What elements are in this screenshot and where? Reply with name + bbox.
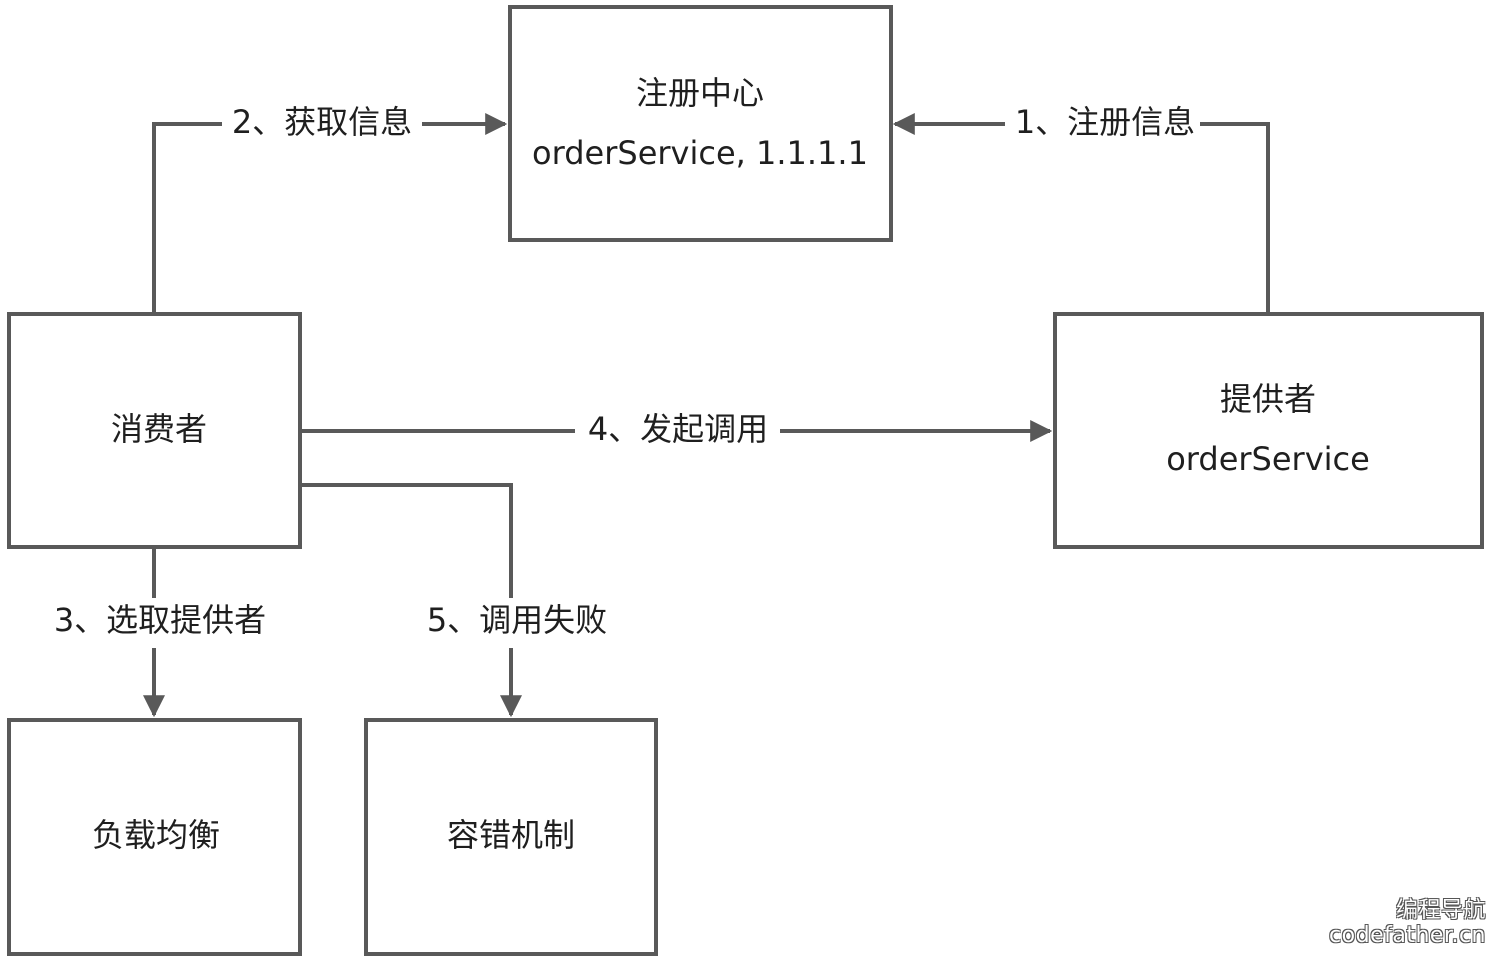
edge-register-label: 1、注册信息 bbox=[1015, 103, 1195, 141]
watermark-title: 编程导航 bbox=[1395, 898, 1486, 923]
provider-subtitle: orderService bbox=[1166, 440, 1370, 478]
load-balance-box bbox=[7, 718, 302, 956]
provider-box bbox=[1053, 312, 1484, 549]
edge-register-line bbox=[892, 113, 1270, 313]
edge-invoke-label: 4、发起调用 bbox=[588, 410, 768, 448]
edge-fetch-line bbox=[152, 113, 508, 313]
fault-tolerance-box bbox=[364, 718, 658, 956]
load-balance-label: 负载均衡 bbox=[92, 816, 220, 854]
edge-fail-label-bg bbox=[412, 598, 622, 648]
edge-fetch-label-bg bbox=[222, 102, 422, 146]
registry-subtitle: orderService, 1.1.1.1 bbox=[532, 134, 868, 172]
edge-fail-label: 5、调用失败 bbox=[427, 601, 607, 639]
edge-fetch-label: 2、获取信息 bbox=[232, 103, 412, 141]
fault-tolerance-label: 容错机制 bbox=[447, 816, 575, 854]
consumer-label: 消费者 bbox=[111, 410, 207, 448]
consumer-box bbox=[7, 312, 302, 549]
registry-title: 注册中心 bbox=[636, 74, 764, 112]
edge-select-label-bg bbox=[40, 598, 285, 648]
watermark-url: codefather.cn bbox=[1329, 923, 1486, 948]
edge-select-label: 3、选取提供者 bbox=[54, 601, 266, 639]
edge-register-label-bg bbox=[1005, 102, 1200, 146]
provider-title: 提供者 bbox=[1220, 380, 1316, 418]
registry-box bbox=[508, 5, 893, 242]
edge-invoke-label-bg bbox=[575, 409, 780, 453]
